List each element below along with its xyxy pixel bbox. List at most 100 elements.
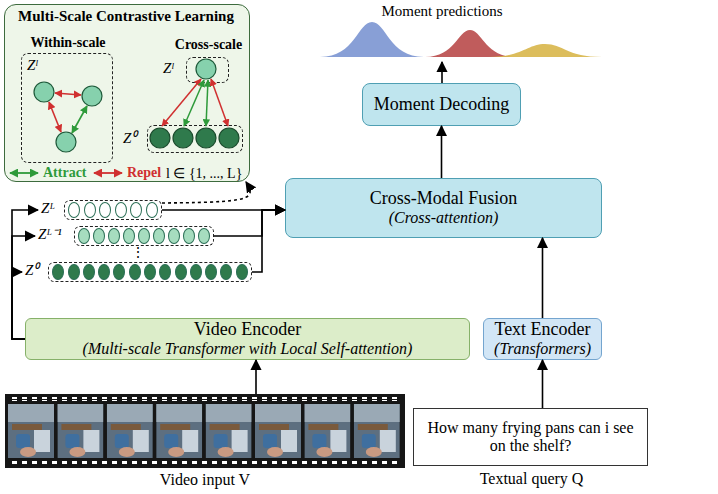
- video-input: Video input V: [5, 394, 405, 468]
- scale-index: l ∈ {1, ..., L}: [166, 165, 242, 182]
- node-label: Moment Decoding: [374, 94, 509, 115]
- repel-arrow: [211, 79, 228, 126]
- node-sublabel: (Multi-scale Transformer with Local Self…: [83, 340, 413, 358]
- query-box: How many frying pans can i see on the sh…: [413, 408, 648, 466]
- film-strip: [8, 397, 402, 465]
- node-sublabel: Zˡ: [163, 60, 173, 77]
- sprocket-holes: [8, 461, 402, 465]
- repel-arrow: [55, 93, 81, 95]
- repel-arrow: [162, 79, 201, 126]
- video-frame: [206, 404, 252, 458]
- process-box: Cross-Modal Fusion(Cross-attention): [285, 178, 602, 238]
- node-label: Within-scale: [12, 35, 124, 51]
- output-arrow: [441, 62, 443, 83]
- feature-circle: [34, 82, 54, 102]
- feature-token: [138, 228, 150, 244]
- feature-token: [183, 228, 195, 244]
- video-frame: [156, 404, 202, 458]
- legend-item: Repel: [127, 165, 161, 181]
- node-sublabel: Zˡ: [27, 57, 37, 74]
- scale-group: Z⁰: [147, 125, 243, 153]
- gaussian-curves: [320, 22, 602, 57]
- feature-token: [83, 264, 95, 280]
- node-label: Video Encoder: [194, 319, 301, 340]
- flow-arrow: [252, 210, 285, 272]
- flow-arrow: [12, 272, 25, 339]
- gaussian-yellow: [488, 44, 602, 57]
- flow-arrow: [12, 236, 35, 339]
- legend-text: Repel: [127, 165, 161, 180]
- sprocket-holes: [8, 397, 402, 401]
- video-frame: [304, 404, 350, 458]
- scale-group: Cross-scaleZˡ: [186, 57, 229, 83]
- node-label: Cross-scale: [142, 37, 275, 53]
- cross-scale-graph: [150, 59, 239, 148]
- feature-token: [129, 264, 141, 280]
- output-label: Moment predictions: [300, 3, 584, 20]
- node-label: Video input V: [5, 471, 405, 489]
- feature-token: [99, 202, 111, 218]
- node-label: Cross-Modal Fusion: [370, 188, 518, 209]
- feature-token: [68, 202, 80, 218]
- feature-token: [108, 228, 120, 244]
- contrastive-panel: Multi-Scale Contrastive LearningWithin-s…: [4, 4, 250, 182]
- attract-arrow: [72, 106, 87, 133]
- node-label: How many frying pans can i see on the sh…: [414, 419, 647, 456]
- attract-arrow: [184, 80, 204, 126]
- node-label: Multi-Scale Contrastive Learning: [5, 8, 247, 25]
- feature-circle: [196, 128, 216, 148]
- feature-token: [198, 228, 210, 244]
- feature-circle: [150, 128, 170, 148]
- feature-token: [144, 264, 156, 280]
- video-frame: [354, 404, 400, 458]
- legend-samples: [10, 173, 122, 174]
- gaussian-blue: [320, 22, 424, 57]
- node-label: Z⁰: [25, 262, 38, 279]
- process-box: Moment Decoding: [362, 83, 521, 126]
- feature-token: [68, 264, 80, 280]
- encoder-box: Video Encoder(Multi-scale Transformer wi…: [25, 318, 470, 360]
- gaussian-red: [425, 30, 515, 57]
- video-frame: [255, 404, 301, 458]
- feature-token: [175, 264, 187, 280]
- node-label: Zᴸ: [41, 200, 55, 217]
- feature-token: [236, 264, 248, 280]
- ellipsis-mark: ⋮: [131, 244, 145, 261]
- feature-circle: [196, 59, 216, 79]
- feature-circle: [219, 128, 239, 148]
- feature-token: [146, 202, 158, 218]
- flow-arrow: [542, 238, 544, 318]
- feature-token: [159, 264, 171, 280]
- flow-arrow: [162, 209, 285, 211]
- feature-token: [98, 264, 110, 280]
- dashed-connector: [162, 182, 250, 203]
- flow-arrow: [12, 210, 38, 339]
- feature-token: [153, 228, 165, 244]
- feature-token: [205, 264, 217, 280]
- feature-circle: [82, 86, 102, 106]
- flow-arrow: [542, 360, 544, 408]
- feature-circle: [56, 132, 76, 152]
- repel-arrow: [49, 102, 61, 132]
- node-sublabel: (Transformers): [494, 340, 591, 358]
- flow-arrow: [255, 360, 257, 394]
- node-label: Text Encoder: [494, 319, 590, 340]
- attract-sample: [10, 172, 38, 174]
- feature-token: [115, 202, 127, 218]
- feature-token: [113, 264, 125, 280]
- video-frame: [8, 404, 54, 458]
- feature-token: [78, 228, 90, 244]
- node-sublabel: (Cross-attention): [389, 209, 499, 227]
- feature-token: [168, 228, 180, 244]
- feature-row: Zᴸ: [64, 200, 162, 220]
- legend-item: Attract: [43, 165, 87, 181]
- within-scale-graph: [34, 82, 102, 152]
- feature-token: [220, 264, 232, 280]
- video-frame: [107, 404, 153, 458]
- attract-arrow: [206, 80, 208, 126]
- encoder-box: Text Encoder(Transformers): [483, 318, 602, 360]
